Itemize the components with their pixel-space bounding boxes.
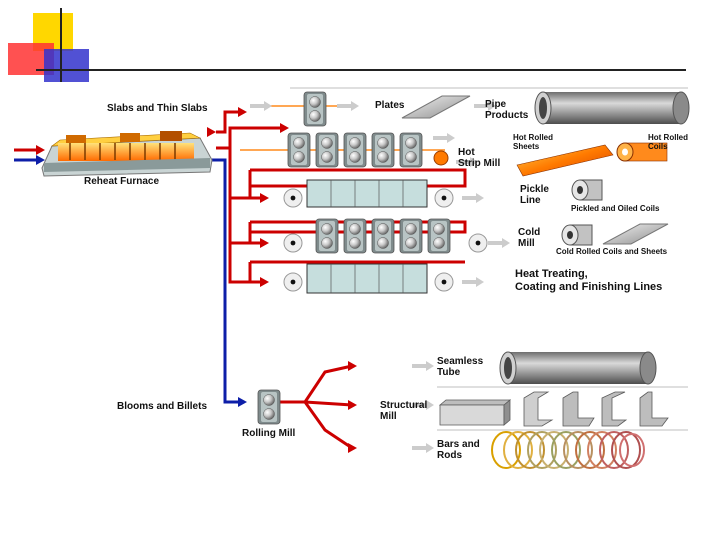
coil-end-icon	[433, 150, 449, 166]
blue-flow-lines	[14, 158, 240, 404]
corner-vertical-line	[60, 8, 62, 82]
steel-pipe-icon	[534, 91, 690, 125]
gray-arrow	[412, 443, 434, 453]
title-underline	[36, 69, 686, 71]
slabs-label: Slabs and Thin Slabs	[107, 103, 208, 114]
reheat-furnace-icon	[41, 131, 213, 177]
cold-rolled-sheet-icon	[602, 223, 669, 245]
pickle-line-tank	[283, 179, 454, 208]
structural-mill-label: Structural Mill	[380, 400, 428, 422]
gray-arrow	[250, 101, 272, 111]
gray-arrow	[412, 361, 434, 371]
reheat-furnace-label: Reheat Furnace	[84, 176, 160, 187]
hot-strip-mill-stands	[287, 132, 423, 168]
pipe-products-label: Pipe Products	[485, 99, 529, 121]
gray-arrow	[462, 193, 484, 203]
gray-arrow	[337, 101, 359, 111]
corner-blue-square	[44, 49, 89, 82]
blue-arrowheads	[36, 155, 247, 407]
steel-plate-icon	[401, 95, 471, 119]
seamless-tube-label: Seamless Tube	[437, 356, 484, 378]
gray-arrow	[488, 238, 510, 248]
hot-rolled-sheet-icon	[516, 144, 614, 177]
hot-rolled-coil-icon	[616, 142, 668, 162]
red-arrowheads	[207, 107, 357, 453]
roll-stand-icon	[257, 389, 281, 425]
pickle-line-label: Pickle Line	[520, 184, 549, 206]
plates-label: Plates	[375, 100, 405, 111]
cold-rolled-coil-icon	[561, 224, 593, 246]
cold-mill-stands	[283, 218, 488, 254]
pickled-oiled-label: Pickled and Oiled Coils	[571, 204, 660, 213]
roll-stand-icon	[303, 91, 327, 127]
cold-rolled-label: Cold Rolled Coils and Sheets	[556, 247, 668, 256]
rod-coils-icon	[491, 431, 645, 469]
hot-rolled-sheets-label: Hot Rolled Sheets	[513, 133, 553, 151]
pickled-coil-icon	[571, 179, 603, 201]
red-flow-lines	[216, 110, 467, 450]
gray-arrow	[462, 277, 484, 287]
row-separators	[290, 87, 688, 431]
heat-treating-tank	[283, 263, 454, 294]
structural-shapes-icon	[438, 391, 669, 427]
hot-strip-mill-label: Hot Strip Mill	[458, 147, 501, 169]
hot-rolled-coils-label: Hot Rolled Coils	[648, 133, 688, 151]
input-arrows	[14, 145, 45, 155]
gray-arrow	[433, 133, 455, 143]
heat-treating-label: Heat Treating, Coating and Finishing Lin…	[515, 268, 663, 293]
rolling-mill-label: Rolling Mill	[242, 428, 296, 439]
blooms-billets-label: Blooms and Billets	[117, 401, 208, 412]
seamless-tube-icon	[499, 351, 657, 385]
bars-rods-label: Bars and Rods	[437, 439, 480, 461]
cold-mill-label: Cold Mill	[518, 227, 541, 249]
